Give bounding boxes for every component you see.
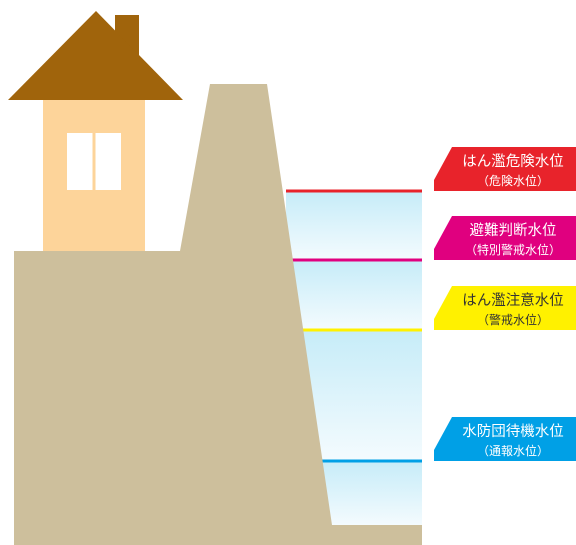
tag-standby-title: 水防団待機水位 [462,423,564,440]
tag-danger-subtitle: （危険水位） [477,173,549,188]
tag-danger: はん濫危険水位 （危険水位） [434,147,576,191]
tag-caution-background [434,286,576,330]
tag-caution-title: はん濫注意水位 [462,291,564,309]
tag-danger-background [434,147,576,191]
embankment [14,84,422,545]
level-tags: はん濫危険水位 （危険水位） 避難判断水位 （特別警戒水位） はん濫注意水位 （… [434,147,576,461]
tag-caution: はん濫注意水位 （警戒水位） [434,286,576,330]
tag-evacuation-title: 避難判断水位 [470,222,557,239]
house [8,11,183,258]
river-channel [286,191,422,525]
tag-evacuation-subtitle: （特別警戒水位） [465,242,561,257]
tag-standby-background [434,417,576,461]
tag-danger-title: はん濫危険水位 [462,153,564,170]
tag-standby-subtitle: （通報水位） [477,443,549,458]
water-band-danger-zone [286,191,422,260]
tag-caution-subtitle: （警戒水位） [477,312,549,327]
water-band-evacuation-zone [286,260,422,330]
tag-evacuation-background [434,216,576,260]
tag-evacuation: 避難判断水位 （特別警戒水位） [434,216,576,260]
tag-standby: 水防団待機水位 （通報水位） [434,417,576,461]
house-roof [8,11,183,100]
